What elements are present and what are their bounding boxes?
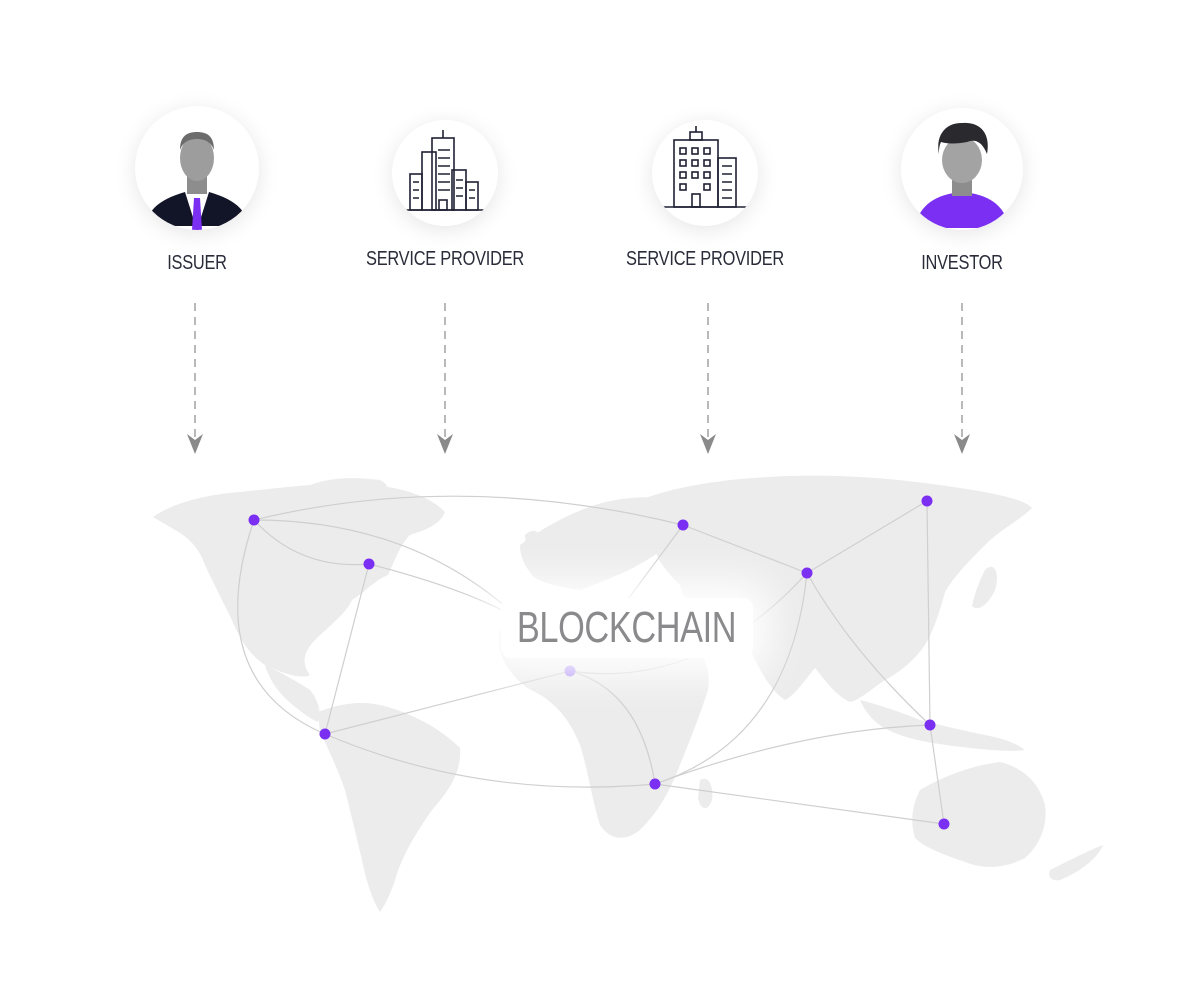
network-link (926, 500, 931, 726)
network-link (654, 572, 808, 785)
actor-service-provider-1: SERVICE PROVIDER (345, 111, 545, 271)
actor-label: SERVICE PROVIDER (625, 248, 784, 270)
network-link (929, 724, 945, 825)
network-node-faded (564, 665, 576, 677)
network-node (938, 818, 950, 830)
network-node (924, 719, 936, 731)
tower-building-icon (662, 126, 748, 208)
arrow-head-icon (437, 434, 453, 454)
investor-avatar-icon (915, 122, 1009, 228)
network-link (324, 670, 571, 735)
network-link (253, 519, 541, 641)
arrow-head-icon (954, 434, 970, 454)
network-link (619, 524, 684, 611)
actor-label: ISSUER (167, 252, 227, 274)
network-link (682, 524, 808, 574)
southeast-asia-landmass (860, 700, 1025, 751)
network-node (677, 519, 689, 531)
network-node (649, 778, 661, 790)
arrow-head-icon (187, 434, 203, 454)
issuer-avatar-icon (145, 132, 249, 230)
office-building-avatar (392, 120, 498, 226)
australia-landmass (912, 762, 1046, 867)
network-link (368, 563, 521, 621)
japan-landmass (972, 566, 997, 609)
tower-building-avatar (652, 120, 758, 226)
africa-landmass (499, 600, 709, 838)
network-node (801, 567, 813, 579)
madagascar-landmass (698, 778, 713, 809)
network-link (237, 519, 326, 735)
network-node (248, 514, 260, 526)
network-link (806, 572, 931, 726)
network-link (806, 500, 928, 574)
uk-landmass (525, 530, 542, 551)
greenland-landmass (300, 478, 390, 513)
south-america-landmass (318, 702, 461, 912)
network-node (363, 558, 375, 570)
arrow-head-icon (700, 434, 716, 454)
north-america-landmass (153, 483, 445, 677)
network-link (569, 670, 656, 785)
blockchain-label-box: BLOCKCHAIN (501, 598, 753, 658)
investor-avatar (901, 108, 1023, 230)
central-america-landmass (265, 665, 320, 722)
office-building-icon (404, 130, 488, 211)
network-link (324, 733, 656, 788)
blockchain-label: BLOCKCHAIN (517, 603, 737, 652)
europe-landmass (520, 497, 685, 590)
actor-investor: INVESTOR (862, 108, 1062, 275)
network-link (654, 724, 931, 785)
asia-landmass (640, 475, 1032, 702)
network-node (319, 728, 331, 740)
network-link (253, 495, 684, 526)
actor-issuer: ISSUER (97, 106, 297, 275)
network-node (921, 495, 933, 507)
network-link (253, 519, 370, 566)
new-zealand-landmass (1049, 845, 1103, 881)
actor-service-provider-2: SERVICE PROVIDER (605, 111, 805, 271)
network-link (654, 783, 945, 825)
network-link (324, 563, 370, 735)
actor-label: SERVICE PROVIDER (365, 248, 524, 270)
actor-label: INVESTOR (921, 252, 1003, 274)
issuer-avatar (135, 106, 259, 230)
